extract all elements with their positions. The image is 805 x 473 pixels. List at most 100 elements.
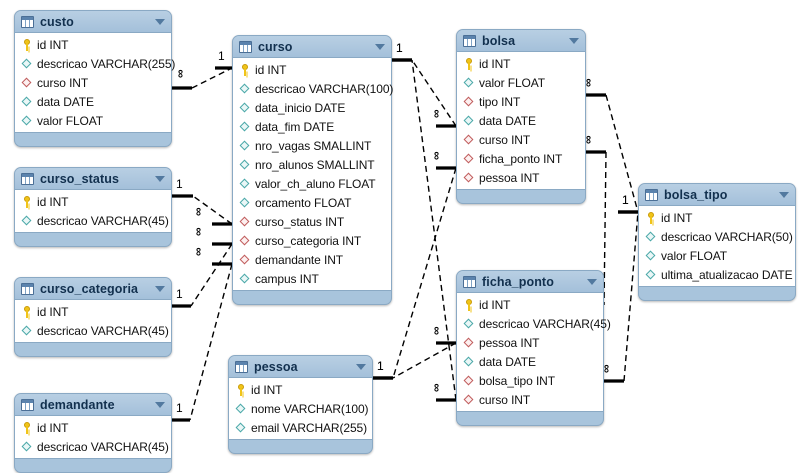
relationship-demandante-curso[interactable]: ∞1 <box>172 247 233 422</box>
chevron-down-icon[interactable] <box>155 18 165 25</box>
field-row[interactable]: tipo INT <box>457 92 585 111</box>
field-row[interactable]: pessoa INT <box>457 333 603 352</box>
relationship-bolsa-bolsa_tipo[interactable]: ∞1 <box>581 78 639 214</box>
field-row[interactable]: curso INT <box>15 73 171 92</box>
table-header-curso[interactable]: curso <box>233 36 391 57</box>
field-label: valor FLOAT <box>479 75 546 90</box>
field-row[interactable]: descricao VARCHAR(45) <box>457 314 611 333</box>
field-row[interactable]: data_inicio DATE <box>233 98 391 117</box>
field-row[interactable]: id INT <box>233 60 391 79</box>
field-row[interactable]: bolsa_tipo INT <box>457 371 603 390</box>
diamond-icon <box>21 96 33 108</box>
diamond-icon <box>463 356 475 368</box>
table-header-pessoa[interactable]: pessoa <box>229 356 372 377</box>
diamond-icon <box>239 121 251 133</box>
field-row[interactable]: demandante INT <box>233 250 391 269</box>
field-row[interactable]: valor FLOAT <box>457 73 585 92</box>
field-row[interactable]: nome VARCHAR(100) <box>229 399 372 418</box>
diamond-icon <box>239 197 251 209</box>
relationship-ficha_ponto-bolsa_tipo[interactable]: ∞1 <box>599 193 639 383</box>
field-row[interactable]: curso INT <box>457 130 585 149</box>
field-row[interactable]: id INT <box>639 208 795 227</box>
field-row[interactable]: id INT <box>457 295 603 314</box>
table-header-ficha_ponto[interactable]: ficha_ponto <box>457 271 603 292</box>
field-row[interactable]: ficha_ponto INT <box>457 149 585 168</box>
relationship-line <box>190 243 233 307</box>
field-row[interactable]: nro_alunos SMALLINT <box>233 155 391 174</box>
field-row[interactable]: id INT <box>457 54 585 73</box>
field-row[interactable]: ultima_atualizacao DATE <box>639 265 795 284</box>
field-row[interactable]: descricao VARCHAR(45) <box>15 437 171 456</box>
table-header-demandante[interactable]: demandante <box>15 394 171 415</box>
field-row[interactable]: curso_categoria INT <box>233 231 391 250</box>
field-row[interactable]: campus INT <box>233 269 391 288</box>
table-header-bolsa[interactable]: bolsa <box>457 30 585 51</box>
relationship-line <box>392 167 457 379</box>
chevron-down-icon[interactable] <box>779 191 789 198</box>
field-row[interactable]: pessoa INT <box>457 168 585 187</box>
table-header-curso_status[interactable]: curso_status <box>15 168 171 189</box>
table-title: bolsa_tipo <box>664 187 728 202</box>
field-row[interactable]: data DATE <box>457 111 585 130</box>
chevron-down-icon[interactable] <box>155 401 165 408</box>
field-row[interactable]: orcamento FLOAT <box>233 193 391 212</box>
chevron-down-icon[interactable] <box>155 285 165 292</box>
field-row[interactable]: id INT <box>15 35 171 54</box>
chevron-down-icon[interactable] <box>155 175 165 182</box>
relationship-curso-ficha_ponto[interactable]: ∞1 <box>392 41 457 402</box>
relationship-pessoa-ficha_ponto[interactable]: ∞1 <box>373 326 457 380</box>
relationship-custo-curso[interactable]: ∞1 <box>172 49 233 90</box>
chevron-down-icon[interactable] <box>356 363 366 370</box>
chevron-down-icon[interactable] <box>587 278 597 285</box>
field-row[interactable]: descricao VARCHAR(45) <box>15 321 171 340</box>
field-row[interactable]: id INT <box>15 418 171 437</box>
field-row[interactable]: descricao VARCHAR(100) <box>233 79 393 98</box>
field-row[interactable]: curso_status INT <box>233 212 391 231</box>
table-header-custo[interactable]: custo <box>15 11 171 32</box>
field-row[interactable]: descricao VARCHAR(45) <box>15 211 171 230</box>
field-row[interactable]: id INT <box>229 380 372 399</box>
table-node-pessoa[interactable]: pessoa id INT nome VARCHAR(100) email VARCH… <box>228 355 373 454</box>
table-footer <box>457 412 603 418</box>
field-row[interactable]: valor FLOAT <box>15 111 171 130</box>
field-label: curso INT <box>37 75 89 90</box>
diamond-fk-icon <box>463 134 475 146</box>
table-title: curso_categoria <box>40 281 139 296</box>
table-header-curso_categoria[interactable]: curso_categoria <box>15 278 171 299</box>
key-icon <box>239 63 251 76</box>
field-row[interactable]: id INT <box>15 302 171 321</box>
field-label: valor FLOAT <box>661 248 728 263</box>
field-row[interactable]: email VARCHAR(255) <box>229 418 372 437</box>
relationship-curso_categoria-curso[interactable]: ∞1 <box>172 227 233 308</box>
field-label: valor FLOAT <box>37 113 104 128</box>
relationship-curso-bolsa[interactable]: ∞1 <box>392 41 457 128</box>
relationship-line <box>603 151 607 306</box>
field-row[interactable]: id INT <box>15 192 171 211</box>
field-row[interactable]: descricao VARCHAR(255) <box>15 54 175 73</box>
field-row[interactable]: nro_vagas SMALLINT <box>233 136 391 155</box>
table-header-bolsa_tipo[interactable]: bolsa_tipo <box>639 184 795 205</box>
field-row[interactable]: data DATE <box>457 352 603 371</box>
cardinality-many-label: ∞ <box>173 69 187 78</box>
chevron-down-icon[interactable] <box>375 43 385 50</box>
field-row[interactable]: curso INT <box>457 390 603 409</box>
field-row[interactable]: valor_ch_aluno FLOAT <box>233 174 391 193</box>
relationship-curso_status-curso[interactable]: ∞1 <box>172 177 233 226</box>
field-row[interactable]: valor FLOAT <box>639 246 795 265</box>
field-row[interactable]: data DATE <box>15 92 171 111</box>
field-label: nome VARCHAR(100) <box>251 401 369 416</box>
key-icon <box>235 383 247 396</box>
chevron-down-icon[interactable] <box>569 37 579 44</box>
field-row[interactable]: descricao VARCHAR(50) <box>639 227 795 246</box>
field-label: id INT <box>479 56 511 71</box>
field-row[interactable]: data_fim DATE <box>233 117 391 136</box>
